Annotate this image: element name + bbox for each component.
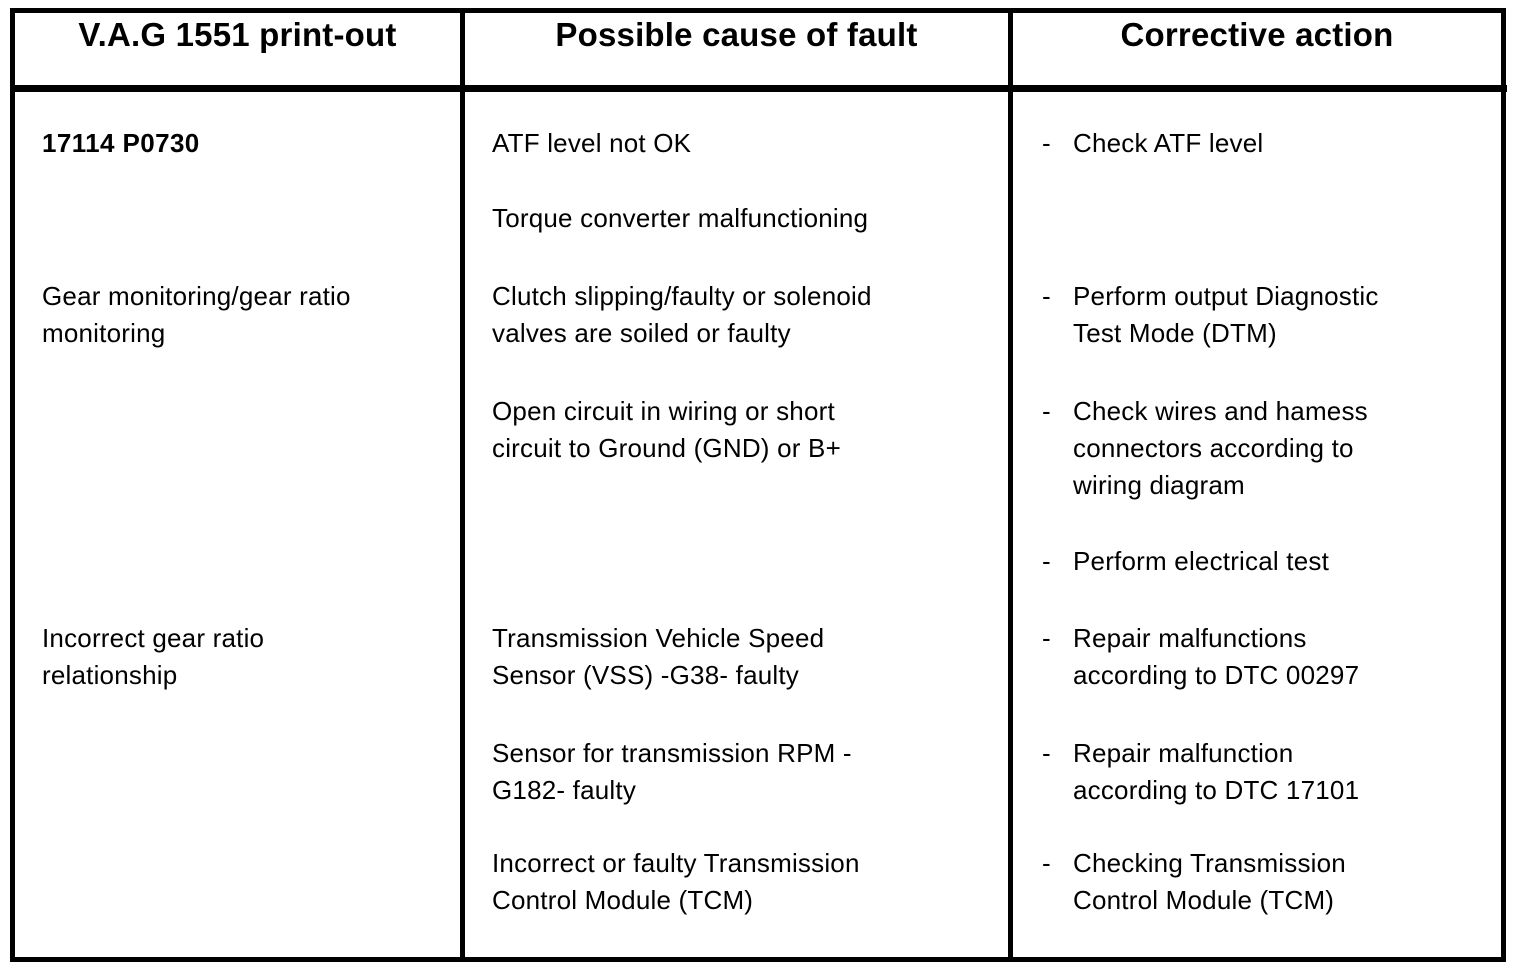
cause-cell: Transmission Vehicle Speed Sensor (VSS) … [492, 623, 825, 690]
action-cell: - Check wires and hamess connectors acco… [1042, 393, 1482, 504]
bullet-dash: - [1042, 738, 1051, 768]
action-cell: - Perform output Diagnostic Test Mode (D… [1042, 278, 1482, 352]
cause-cell: ATF level not OK [492, 128, 692, 158]
column-divider-1 [460, 13, 465, 957]
action-text: Perform electrical test [1073, 546, 1330, 576]
bullet-dash: - [1042, 128, 1051, 158]
bullet-dash: - [1042, 623, 1051, 653]
action-cell: - Check ATF level [1042, 125, 1482, 162]
action-cell: - Checking Transmission Control Module (… [1042, 845, 1482, 919]
action-text: Perform output Diagnostic Test Mode (DTM… [1073, 281, 1379, 348]
bullet-dash: - [1042, 546, 1051, 576]
action-text: Check wires and hamess connectors accord… [1073, 396, 1368, 500]
action-text: Check ATF level [1073, 128, 1264, 158]
action-cell: - Repair malfunction according to DTC 17… [1042, 735, 1482, 809]
table-frame [10, 8, 1506, 962]
cause-cell: Clutch slipping/faulty or solenoid valve… [492, 281, 872, 348]
cause-cell: Torque converter malfunctioning [492, 203, 869, 233]
cause-cell: Sensor for transmission RPM - G182- faul… [492, 738, 852, 805]
column-divider-2 [1008, 13, 1013, 957]
bullet-dash: - [1042, 396, 1051, 426]
bullet-dash: - [1042, 281, 1051, 311]
printout-cell-dtc-code: 17114 P0730 [42, 128, 200, 158]
action-text: Repair malfunctions according to DTC 002… [1073, 623, 1360, 690]
printout-cell: Incorrect gear ratio relationship [42, 623, 265, 690]
cause-cell: Open circuit in wiring or short circuit … [492, 396, 841, 463]
action-text: Repair malfunction according to DTC 1710… [1073, 738, 1360, 805]
column-header-printout: V.A.G 1551 print-out [78, 16, 397, 53]
bullet-dash: - [1042, 848, 1051, 878]
action-cell: - Perform electrical test [1042, 543, 1482, 580]
printout-cell: Gear monitoring/gear ratio monitoring [42, 281, 351, 348]
column-header-cause: Possible cause of fault [555, 16, 918, 53]
action-cell: - Repair malfunctions according to DTC 0… [1042, 620, 1482, 694]
cause-cell: Incorrect or faulty Transmission Control… [492, 848, 860, 915]
header-separator-line [13, 85, 1507, 92]
action-text: Checking Transmission Control Module (TC… [1073, 848, 1346, 915]
column-header-action: Corrective action [1120, 16, 1394, 53]
